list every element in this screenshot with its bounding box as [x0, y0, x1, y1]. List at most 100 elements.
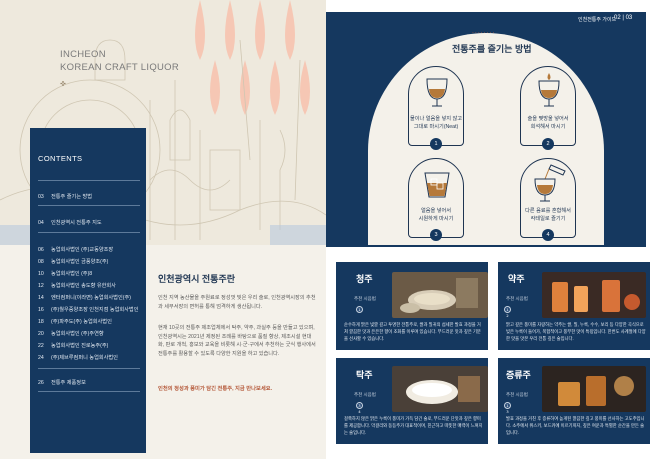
step-card-3	[408, 158, 464, 238]
drink-description: 걸쭉하지 않은 맑은 누룩이 풍미가 가득 담긴 술로, 부드러운 단맛과 깊은…	[344, 416, 483, 435]
contents-item-label: (주)월우중양조장 인천지점 농업회사법인	[51, 307, 139, 313]
brand-line-2: KOREAN CRAFT LIQUOR	[60, 62, 180, 73]
contents-item[interactable]: 06 농업회사법인 (주)교동양조장	[38, 246, 113, 253]
contents-item[interactable]: 22 농업회사법인 진로농주(주)	[38, 342, 108, 349]
contents-item[interactable]: 16 (주)월우중양조장 인천지점 농업회사법인	[38, 306, 138, 313]
drink-card-takju: 탁주 추천 시음법 3 4 걸쭉하지 않은 맑은 누룩이 풍미가 가득 담긴 술…	[336, 358, 488, 444]
drink-name: 탁주	[356, 370, 373, 380]
decorative-dots: ········	[472, 30, 496, 37]
contents-page-number: 18	[38, 319, 44, 325]
serving-icon: 1	[356, 306, 363, 313]
yakju-photo	[542, 272, 646, 318]
contents-panel: CONTENTS 03 전통주 즐기는 방법 04 인천광역시 전통주 지도 06 농…	[30, 128, 146, 453]
contents-page-number: 24	[38, 355, 44, 361]
contents-page-number: 14	[38, 295, 44, 301]
contents-page-number: 20	[38, 331, 44, 337]
brand-mark-icon: ✜	[60, 80, 66, 88]
contents-page-number: 22	[38, 343, 44, 349]
water-drop-glass-icon	[538, 73, 560, 107]
liquor-line-art	[0, 0, 327, 245]
contents-page-number: 08	[38, 259, 44, 265]
drink-card-jeungryuju: 증류주 추천 시음법 1 3 발효 과정을 거친 후 증류하여 높게된 깔끔한 …	[498, 358, 650, 444]
contents-item[interactable]: 12 농업회사법인 송도향 유한회사	[38, 282, 116, 289]
step-number-4: 4	[542, 229, 554, 241]
contents-item-label: 인천광역시 전통주 지도	[51, 220, 102, 226]
contents-page-number: 10	[38, 271, 44, 277]
contents-item[interactable]: 03 전통주 즐기는 방법	[38, 193, 92, 200]
contents-item-label: 농업회사법인 금풍양조(주)	[51, 259, 109, 265]
contents-item-label: 전통주 제품정보	[51, 380, 86, 386]
contents-page-number: 03	[38, 194, 44, 200]
contents-page-number: 12	[38, 283, 44, 289]
contents-item-label: 농업회사법인 송도향 유한회사	[51, 283, 116, 289]
divider	[38, 232, 140, 233]
drink-description: 발효 과정을 거친 후 증류하여 높게된 깔끔한 깊고 풍미를 선사하는 고도주…	[506, 416, 645, 435]
page-number: 02 | 03	[614, 15, 633, 21]
step-card-4	[520, 158, 576, 238]
intro-title: 인천광역시 전통주란	[158, 274, 236, 284]
step-label-2: 술을 몇방울 넣어서 희석해서 마시기	[527, 116, 569, 130]
drink-card-yakju: 약주 추천 시음법 1 2 맑고 깊은 풍미를 자랑하는 약주는 쌀, 밀, 누…	[498, 262, 650, 350]
contents-item[interactable]: 08 농업회사법인 금풍양조(주)	[38, 258, 108, 265]
drink-sub-label: 추천 시음법	[354, 392, 376, 397]
serving-icon: 1 2	[504, 306, 511, 318]
drink-name: 청주	[356, 274, 373, 284]
drink-card-cheongju: 청주 추천 시음법 1 순수하게 맑은 빛깔 깊고 투명한 전통주로, 쌀과 밀…	[336, 262, 488, 350]
intro-tagline: 인천의 정성과 풍미가 담긴 전통주, 지금 만나보세요.	[158, 386, 273, 392]
drink-name: 증류주	[506, 370, 531, 380]
contents-item[interactable]: 14 엔터컴퍼니(이라면) 농업회사법인(주)	[38, 294, 131, 301]
drink-description: 순수하게 맑은 빛깔 깊고 투명한 전통주로, 쌀과 밀귀의 섬세한 발효 과정…	[344, 322, 481, 341]
step-label-4: 다른 음료를 혼합해서 칵테일로 즐기기	[525, 208, 571, 222]
divider	[38, 391, 140, 392]
contents-item-label: 엔터컴퍼니(이라면) 농업회사법인(주)	[51, 295, 131, 301]
step-card-2	[520, 66, 576, 146]
jeungryuju-photo	[542, 366, 646, 412]
contents-item-label: 농업회사법인 (주)8	[51, 271, 93, 277]
divider	[38, 205, 140, 206]
intro-paragraph-2: 현재 10곳의 전통주 제조업체에서 탁주, 약주, 과실주 등을 만들고 있으…	[158, 325, 316, 357]
contents-item-label: 농업회사법인 (주)교동양조장	[51, 247, 114, 253]
contents-item[interactable]: 18 (주)파주도(주) 농업회사법인	[38, 318, 112, 325]
step-label-3: 얼음을 넣어서 시원하게 마시기	[418, 208, 454, 222]
contents-item-label: 농업회사법인 (주)주연향	[51, 331, 104, 337]
cocktail-pour-icon	[534, 164, 566, 202]
serving-icon: 3 4	[356, 402, 363, 414]
contents-page-number: 06	[38, 247, 44, 253]
serving-icon: 1 3	[504, 402, 511, 414]
contents-page-number: 16	[38, 307, 44, 313]
step-number-2: 2	[542, 138, 554, 150]
contents-item-label: 전통주 즐기는 방법	[51, 194, 93, 200]
drink-sub-label: 추천 시음법	[506, 296, 528, 301]
step-number-3: 3	[430, 229, 442, 241]
contents-page-number: 04	[38, 220, 44, 226]
brand-line-1: INCHEON	[60, 49, 106, 60]
contents-item[interactable]: 20 농업회사법인 (주)주연향	[38, 330, 104, 337]
takju-photo	[392, 366, 488, 412]
contents-item[interactable]: 26 전통주 제품정보	[38, 379, 86, 386]
step-number-1: 1	[430, 138, 442, 150]
brand-title: INCHEON KOREAN CRAFT LIQUOR	[60, 48, 179, 74]
drink-sub-label: 추천 시음법	[506, 392, 528, 397]
drink-name: 약주	[508, 274, 525, 284]
intro-paragraph-1: 인천 지역 농산물을 주원료로 정성껏 빚은 우리 술로, 인천광역시장의 추천…	[158, 295, 316, 310]
contents-page-number: 26	[38, 380, 44, 386]
contents-item[interactable]: 04 인천광역시 전통주 지도	[38, 219, 102, 226]
ice-glass-icon	[424, 172, 450, 198]
contents-item-label: (주)제브루컴퍼니 농업회사법인	[51, 355, 118, 361]
step-card-1	[408, 66, 464, 146]
drink-description: 맑고 깊은 풍미를 자랑하는 약주는 쌀, 밀, 누룩, 수수, 보리 등 다양…	[506, 322, 646, 341]
divider	[38, 180, 140, 181]
contents-item-label: 농업회사법인 진로농주(주)	[51, 343, 109, 349]
neat-glass-icon	[426, 78, 448, 107]
contents-item-label: (주)파주도(주) 농업회사법인	[51, 319, 112, 325]
contents-title: CONTENTS	[38, 154, 83, 163]
cheongju-photo	[392, 272, 488, 318]
how-to-title: 전통주를 즐기는 방법	[452, 44, 532, 54]
header-label: 인천전통주 가이드	[578, 17, 617, 23]
divider	[38, 368, 140, 369]
contents-item[interactable]: 10 농업회사법인 (주)8	[38, 270, 92, 277]
contents-item[interactable]: 24 (주)제브루컴퍼니 농업회사법인	[38, 354, 118, 361]
drink-sub-label: 추천 시음법	[354, 296, 376, 301]
step-label-1: 물이나 얼음을 넣지 않고 그대로 마시기(Neat)	[409, 116, 463, 130]
